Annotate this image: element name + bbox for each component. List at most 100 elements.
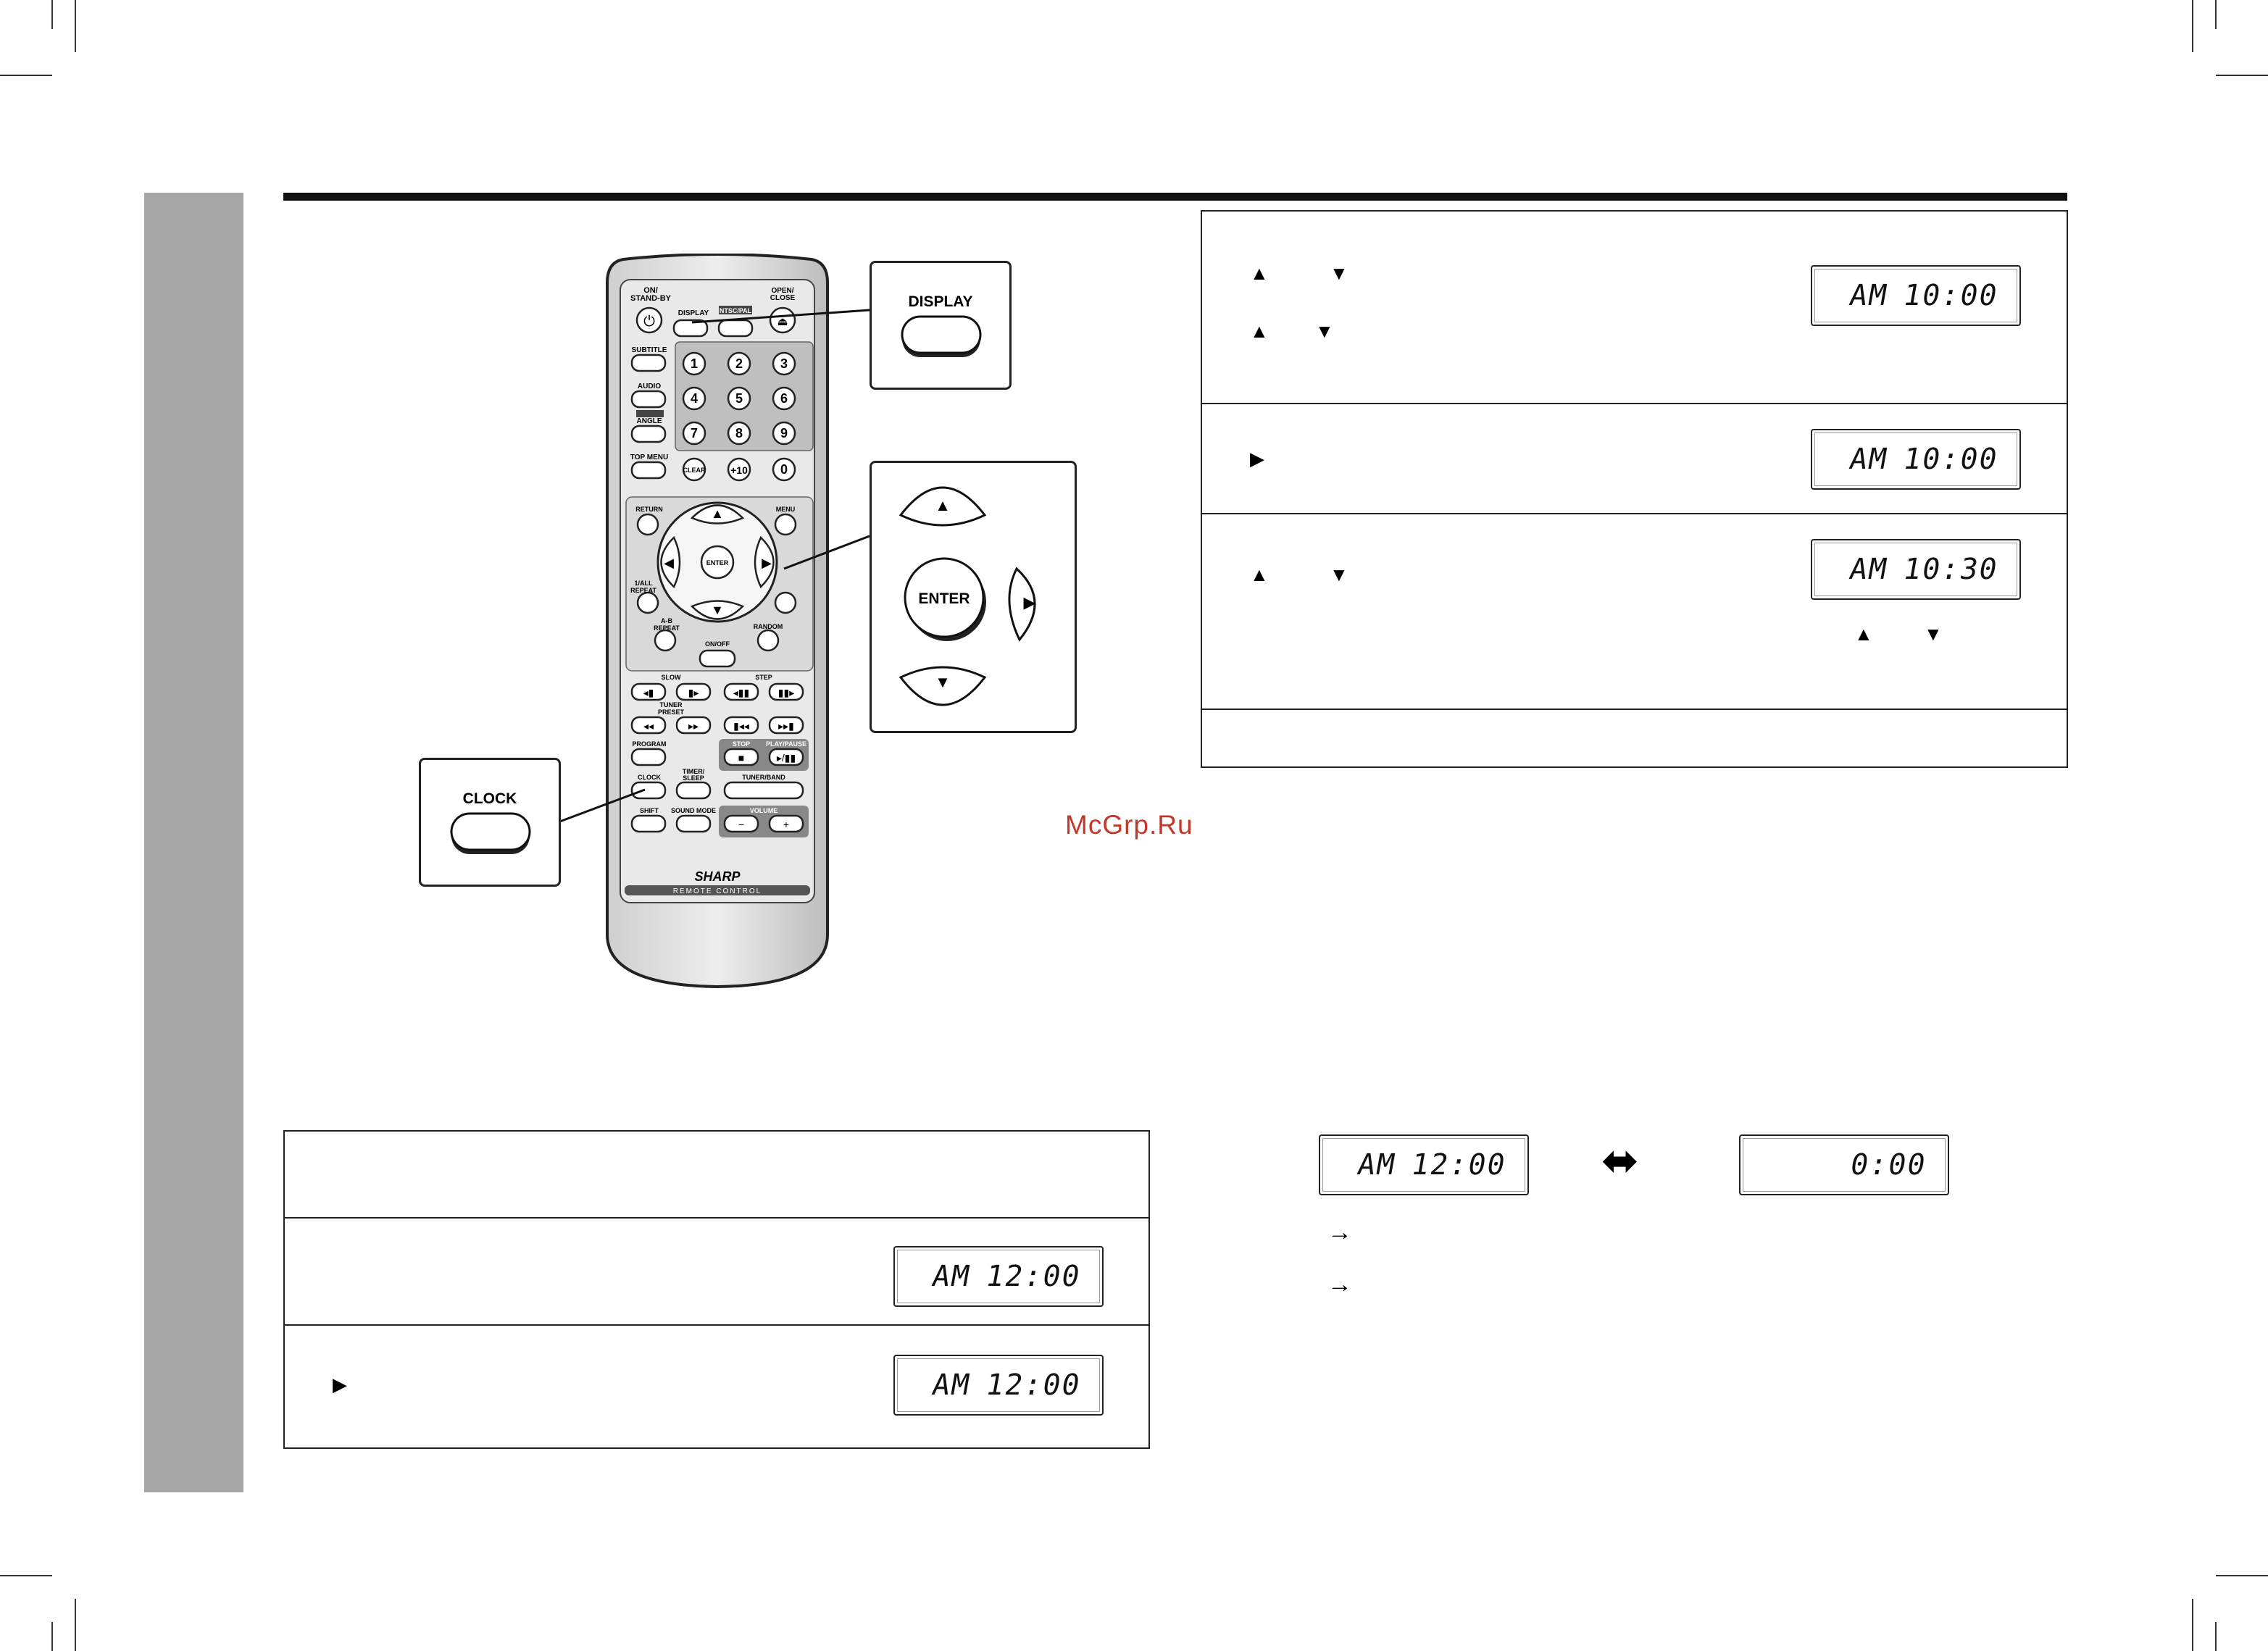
svg-text:ENTER: ENTER — [706, 559, 729, 567]
lcd-time: 12:00 — [1408, 1148, 1509, 1182]
svg-text:TIMER/: TIMER/ — [683, 768, 705, 775]
down-button-large[interactable] — [899, 666, 987, 706]
svg-text:▮▮▸: ▮▮▸ — [778, 687, 794, 698]
svg-text:◂▮▮: ◂▮▮ — [733, 687, 749, 698]
svg-text:TOP MENU: TOP MENU — [630, 453, 668, 461]
down-arrow-icon: ▼ — [1330, 564, 1348, 585]
nav-callout-buttons: ▲ ▼ ▶ — [899, 486, 1036, 706]
svg-text:RETURN: RETURN — [635, 506, 663, 513]
step-row-2: AM 12:00 — [285, 1217, 1148, 1326]
lcd-time: 12:00 — [983, 1368, 1084, 1402]
svg-text:◀: ◀ — [664, 556, 674, 570]
svg-text:CLOSE: CLOSE — [770, 294, 796, 302]
svg-text:RANDOM: RANDOM — [754, 623, 783, 630]
svg-text:+: + — [783, 819, 789, 830]
clock-button-icon[interactable] — [449, 811, 533, 861]
lcd-display-24h: 0:00 — [1739, 1134, 1949, 1195]
lcd-ampm: AM — [929, 1260, 974, 1293]
lcd-display: AM 12:00 — [893, 1246, 1104, 1307]
double-arrow-icon: ⬌ — [1601, 1136, 1639, 1186]
svg-text:9: 9 — [780, 426, 788, 440]
svg-text:6: 6 — [780, 391, 788, 406]
lcd-time: 10:00 — [1900, 279, 2001, 312]
enter-callout-label: ENTER — [918, 590, 970, 607]
svg-text:▼: ▼ — [935, 673, 951, 691]
svg-text:SHIFT: SHIFT — [640, 807, 659, 814]
svg-text:+10: +10 — [730, 464, 748, 476]
display-button-icon[interactable] — [899, 314, 983, 364]
up-arrow-icon: ▲ — [1250, 262, 1269, 284]
lcd-display-12h: AM 12:00 — [1319, 1134, 1529, 1195]
enter-button-large[interactable] — [904, 557, 985, 638]
svg-text:AUDIO: AUDIO — [638, 383, 661, 390]
svg-text:3: 3 — [780, 356, 788, 371]
svg-text:TUNER/BAND: TUNER/BAND — [742, 774, 785, 781]
svg-text:▲: ▲ — [935, 496, 951, 514]
header-rule — [283, 193, 2067, 201]
nav-callout: ▲ ▼ ▶ ENTER — [870, 461, 1077, 733]
svg-text:7: 7 — [691, 426, 698, 440]
step-row-4 — [1202, 709, 2067, 766]
svg-text:STOP: STOP — [733, 740, 750, 748]
svg-text:▶: ▶ — [1024, 593, 1036, 611]
display-callout: DISPLAY — [870, 261, 1012, 390]
svg-text:STEP: STEP — [755, 674, 772, 681]
svg-text:▸▸: ▸▸ — [688, 720, 699, 732]
svg-text:A-B: A-B — [661, 617, 672, 624]
svg-text:▮▸: ▮▸ — [688, 687, 699, 698]
clock-callout: CLOCK — [419, 758, 561, 887]
step-row-1: ▲ ▼ ▲ ▼ AM 10:00 — [1202, 212, 2067, 404]
svg-text:⏻: ⏻ — [643, 314, 655, 330]
lcd-display: AM 12:00 — [893, 1355, 1104, 1416]
svg-text:2: 2 — [735, 356, 743, 371]
step-row-3: ▲ ▼ ▲ ▼ AM 10:30 — [1202, 513, 2067, 710]
svg-text:8: 8 — [735, 426, 743, 440]
right-button-large[interactable] — [1008, 567, 1036, 642]
clock-callout-label: CLOCK — [462, 790, 517, 807]
lcd-ampm: AM — [1354, 1148, 1399, 1182]
svg-text:▲: ▲ — [711, 506, 724, 521]
svg-text:PRESET: PRESET — [658, 709, 685, 716]
svg-text:0: 0 — [780, 462, 788, 477]
svg-text:▶: ▶ — [762, 556, 772, 570]
step-row-3: ▶ AM 12:00 — [285, 1324, 1148, 1447]
svg-text:DISPLAY: DISPLAY — [678, 309, 709, 317]
step-row-2: ▶ AM 10:00 — [1202, 403, 2067, 514]
svg-text:STAND-BY: STAND-BY — [630, 294, 672, 303]
steps-table-left: AM 12:00 ▶ AM 12:00 — [283, 1130, 1150, 1449]
svg-text:◂▮: ◂▮ — [643, 687, 654, 698]
steps-table-right: ▲ ▼ ▲ ▼ AM 10:00 ▶ AM 10:00 ▲ ▼ ▲ ▼ AM 1… — [1201, 210, 2068, 768]
step-row-1 — [285, 1132, 1148, 1219]
lcd-display: AM 10:00 — [1811, 265, 2021, 326]
svg-text:▸/▮▮: ▸/▮▮ — [777, 752, 796, 764]
right-arrow-icon: ▶ — [1250, 448, 1264, 469]
svg-text:REPEAT: REPEAT — [630, 587, 656, 594]
svg-text:■: ■ — [738, 752, 744, 764]
watermark: McGrp.Ru — [1065, 810, 1193, 840]
svg-text:SLEEP: SLEEP — [683, 774, 704, 782]
svg-text:REMOTE CONTROL: REMOTE CONTROL — [673, 887, 762, 895]
svg-text:CLEAR: CLEAR — [683, 467, 706, 474]
arrow-icon: → — [1327, 1271, 1352, 1298]
svg-text:OPEN/: OPEN/ — [771, 287, 793, 295]
svg-text:4: 4 — [691, 391, 698, 406]
svg-text:1/ALL: 1/ALL — [634, 580, 653, 587]
svg-text:ANGLE: ANGLE — [637, 417, 662, 425]
down-arrow-icon: ▼ — [1924, 623, 1943, 645]
svg-text:TUNER: TUNER — [660, 701, 683, 709]
svg-text:1: 1 — [691, 356, 698, 371]
svg-text:5: 5 — [735, 391, 743, 406]
svg-text:▮◂◂: ▮◂◂ — [733, 720, 749, 732]
side-tab — [144, 193, 243, 1492]
lcd-display: AM 10:00 — [1811, 429, 2021, 490]
svg-text:MENU: MENU — [776, 506, 796, 513]
svg-text:REPEAT: REPEAT — [654, 624, 680, 632]
lcd-time: 0:00 — [1847, 1148, 1930, 1182]
up-arrow-icon: ▲ — [1854, 623, 1873, 645]
up-button-large[interactable] — [899, 486, 987, 527]
svg-text:ON/: ON/ — [643, 286, 658, 295]
svg-text:CLOCK: CLOCK — [638, 774, 661, 781]
svg-text:▸▸▮: ▸▸▮ — [778, 720, 794, 732]
